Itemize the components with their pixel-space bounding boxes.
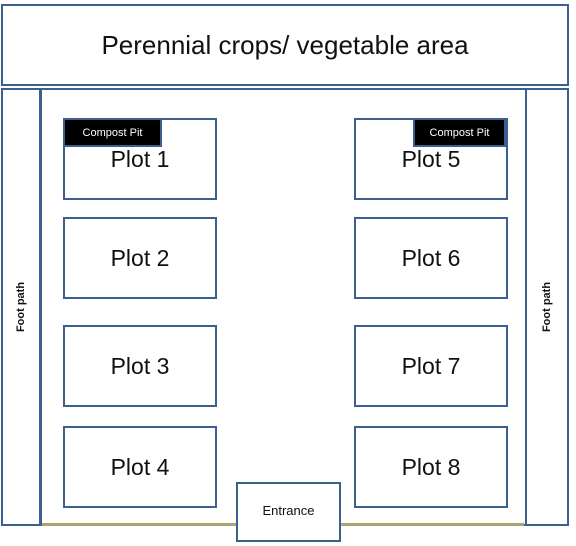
plot-3: Plot 3	[63, 325, 217, 407]
compost-pit-right-label: Compost Pit	[429, 126, 490, 139]
area-title: Perennial crops/ vegetable area	[101, 29, 469, 60]
entrance: Entrance	[236, 482, 341, 542]
plot-3-label: Plot 3	[110, 352, 170, 379]
foot-path-left: Foot path	[1, 88, 41, 526]
entrance-label: Entrance	[262, 502, 315, 518]
compost-pit-left: Compost Pit	[63, 118, 162, 147]
plot-5-label: Plot 5	[401, 145, 461, 172]
perennial-crops-area: Perennial crops/ vegetable area	[1, 4, 569, 86]
foot-path-right: Foot path	[525, 88, 569, 526]
compost-pit-left-label: Compost Pit	[82, 126, 143, 139]
plot-2-label: Plot 2	[110, 244, 170, 271]
plot-6-label: Plot 6	[401, 244, 461, 271]
plot-4: Plot 4	[63, 426, 217, 508]
plot-7-label: Plot 7	[401, 352, 461, 379]
foot-path-right-label: Foot path	[541, 281, 553, 333]
foot-path-left-label: Foot path	[15, 281, 27, 333]
plot-8-label: Plot 8	[401, 453, 461, 480]
plot-6: Plot 6	[354, 217, 508, 299]
plot-7: Plot 7	[354, 325, 508, 407]
plot-8: Plot 8	[354, 426, 508, 508]
compost-pit-right: Compost Pit	[413, 118, 506, 147]
plot-1-label: Plot 1	[110, 145, 170, 172]
plot-2: Plot 2	[63, 217, 217, 299]
plot-4-label: Plot 4	[110, 453, 170, 480]
